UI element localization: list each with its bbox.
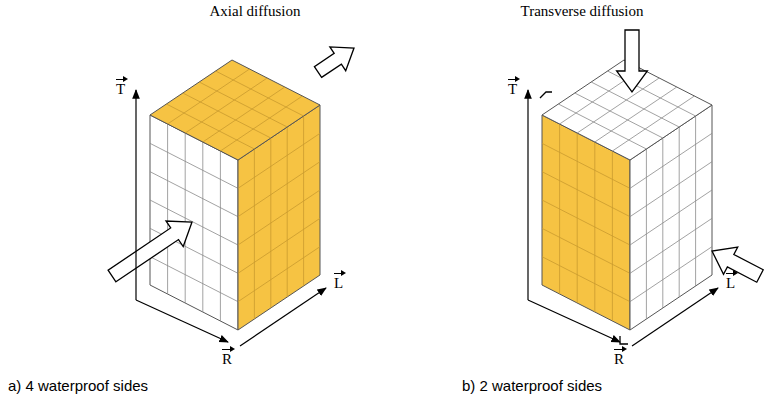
grid-line xyxy=(542,228,630,273)
grid-line xyxy=(577,78,659,133)
grid-line xyxy=(630,162,712,217)
panel-title: Axial diffusion xyxy=(210,4,301,19)
grid-line xyxy=(558,104,646,149)
grid-line xyxy=(199,82,287,127)
grid-line xyxy=(150,257,238,302)
grid-line xyxy=(185,78,267,133)
diffusion-arrow xyxy=(712,247,763,282)
axis-arrow xyxy=(632,288,718,346)
grid-line xyxy=(630,247,712,302)
grid-line xyxy=(595,87,677,142)
diffusion-arrow xyxy=(108,221,192,282)
grid-line xyxy=(238,218,320,273)
grid-line xyxy=(542,200,630,245)
axis-arrow xyxy=(240,288,326,346)
panel-title: Transverse diffusion xyxy=(521,4,644,19)
axis-label: L xyxy=(726,276,735,291)
hidden-arrow-tail xyxy=(620,336,628,344)
grid-line xyxy=(216,71,304,116)
axis-label: T xyxy=(508,82,517,97)
grid-line xyxy=(238,190,320,245)
grid-line xyxy=(542,172,630,217)
cube-b xyxy=(528,30,763,346)
panel-caption: b) 2 waterproof sides xyxy=(462,378,602,393)
axis-label: R xyxy=(614,352,624,367)
axis-label: T xyxy=(116,82,125,97)
panel-caption: a) 4 waterproof sides xyxy=(8,378,148,393)
grid-line xyxy=(203,87,285,142)
axis-label: L xyxy=(334,276,343,291)
grid-line xyxy=(630,190,712,245)
hidden-arrow-tail xyxy=(540,92,552,98)
grid-line xyxy=(591,82,679,127)
axis-label: R xyxy=(222,352,232,367)
grid-line xyxy=(238,162,320,217)
grid-line xyxy=(542,257,630,302)
grid-line xyxy=(612,96,694,151)
cube-face xyxy=(150,60,320,160)
grid-line xyxy=(168,69,250,124)
diffusion-arrow xyxy=(314,47,354,77)
grid-line xyxy=(630,218,712,273)
grid-line xyxy=(575,93,663,138)
axis-arrow xyxy=(136,300,228,342)
diffusion-arrow xyxy=(617,30,648,92)
grid-line xyxy=(183,93,271,138)
axis-arrow xyxy=(528,300,620,342)
grid-line xyxy=(238,247,320,302)
grid-line xyxy=(220,96,302,151)
cube-a xyxy=(108,47,354,346)
grid-line xyxy=(166,104,254,149)
grid-line xyxy=(150,172,238,217)
axis-arrow xyxy=(135,90,136,300)
axis-arrow xyxy=(527,90,528,300)
